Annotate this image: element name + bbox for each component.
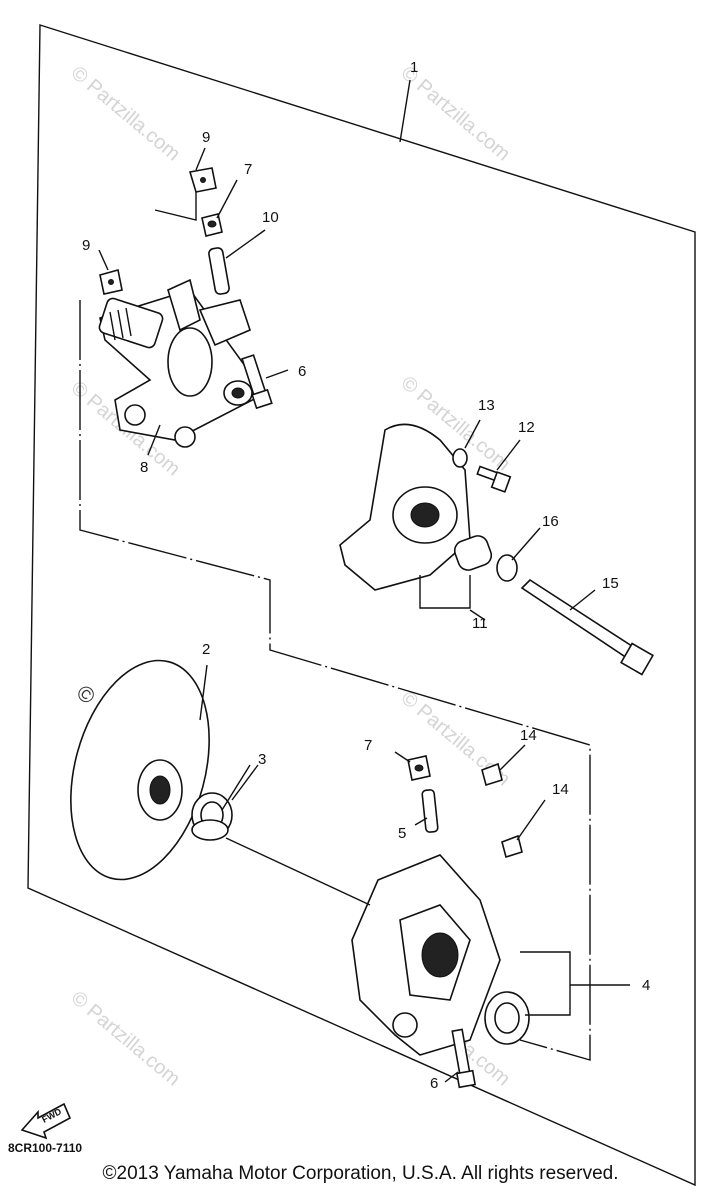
callout-11: 11	[472, 615, 488, 632]
group-boundary	[79, 300, 591, 1061]
part-5-pin	[421, 789, 439, 833]
part-11-cover	[339, 423, 493, 591]
watermark: © Partzilla.com	[397, 62, 514, 165]
callout-9-top: 9	[202, 129, 210, 146]
callout-15: 15	[602, 575, 619, 592]
part-6-bolt-upper	[241, 354, 273, 410]
assembly-boundary	[27, 24, 696, 1187]
part-9-clip-top	[188, 167, 217, 193]
callout-1: 1	[410, 59, 418, 76]
callout-labels: 1 9 7 10 9 6 8 13 12 16 15 11 2 3 7 14 1…	[82, 59, 650, 1092]
forward-arrow-icon: FWD	[20, 1102, 72, 1140]
callout-7-lower: 7	[364, 737, 372, 754]
part-3-spring	[191, 792, 233, 841]
part-7-nut-top	[201, 213, 223, 237]
callout-14-upper: 14	[520, 727, 537, 744]
part-14-clip-lower	[501, 834, 523, 859]
callout-8: 8	[140, 459, 148, 476]
callout-6-upper: 6	[298, 363, 306, 380]
part-2-sheave	[70, 659, 210, 881]
part-6-bolt-lower	[451, 1028, 477, 1089]
callout-6-lower: 6	[430, 1075, 438, 1092]
part-14-clip-upper	[481, 762, 503, 787]
part-8-spider-shaft	[98, 278, 264, 448]
watermark: © Partzilla.com	[67, 987, 184, 1090]
part-13-washer	[452, 448, 468, 468]
callout-5: 5	[398, 825, 406, 842]
callout-7-top: 7	[244, 161, 252, 178]
part-9-clip-left	[99, 268, 123, 295]
callout-3: 3	[258, 751, 266, 768]
leader-lines	[98, 79, 630, 1083]
callout-10: 10	[262, 209, 279, 226]
part-10-pin	[208, 247, 230, 295]
part-15-long-bolt	[520, 578, 654, 676]
callout-16: 16	[542, 513, 559, 530]
part-12-bolt	[476, 465, 512, 493]
callout-13: 13	[478, 397, 495, 414]
diagram-code: 8CR100-7110	[8, 1141, 82, 1155]
part-4-housing	[351, 854, 530, 1056]
copyright-notice: ©2013 Yamaha Motor Corporation, U.S.A. A…	[102, 1163, 619, 1184]
watermark: © Partzilla.com	[67, 62, 184, 165]
callout-9-left: 9	[82, 237, 90, 254]
callout-12: 12	[518, 419, 535, 436]
callout-2: 2	[202, 641, 210, 658]
callout-14-lower: 14	[552, 781, 569, 798]
part-16-washer	[496, 554, 518, 582]
part-7-nut-lower	[407, 755, 431, 781]
callout-4: 4	[642, 977, 650, 994]
